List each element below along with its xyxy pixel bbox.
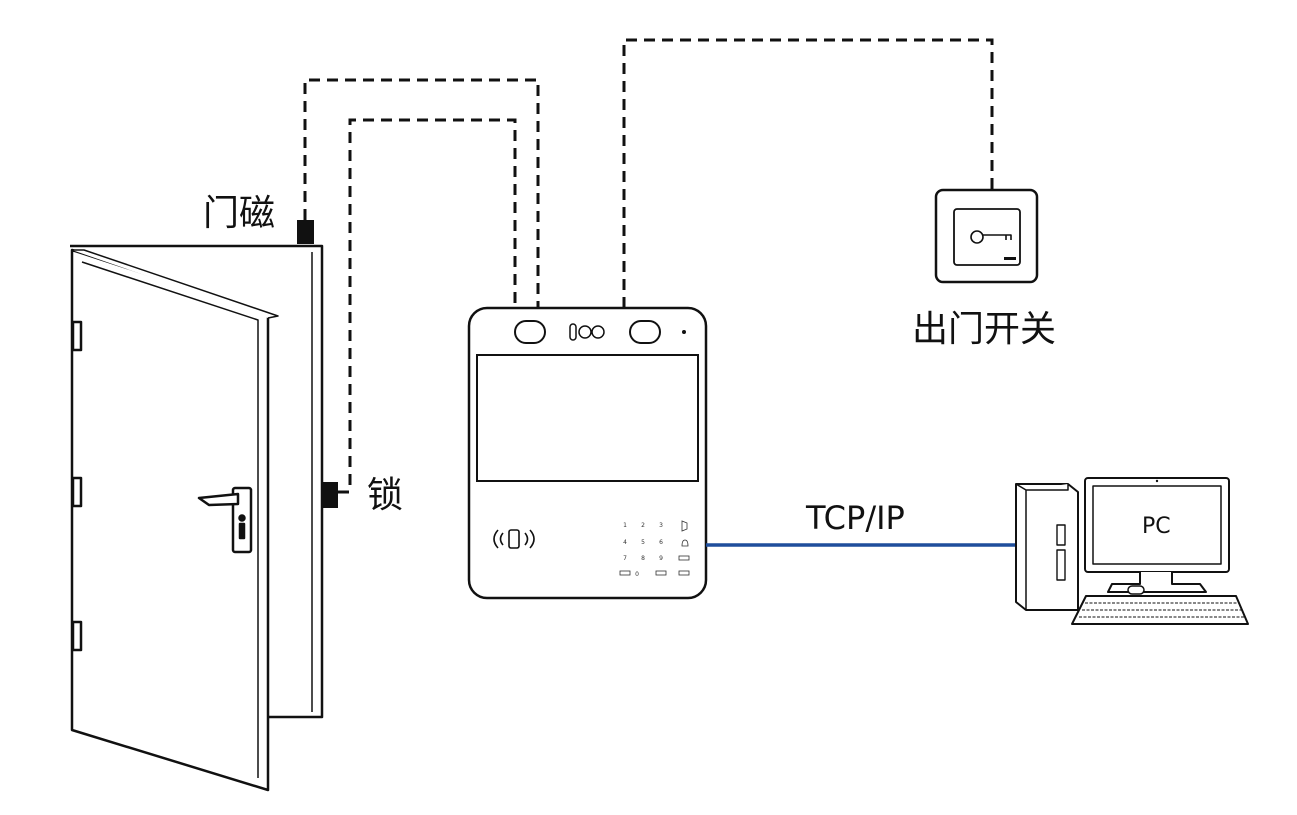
bell-icon (681, 539, 689, 547)
exit-switch-wire (622, 38, 994, 308)
keypad-symbols (619, 520, 690, 576)
indicator-led (682, 330, 686, 334)
door-leaf-edge (72, 249, 279, 319)
hinge-middle (71, 476, 83, 508)
dashed-wires (303, 38, 994, 494)
hinge-bottom (71, 620, 83, 652)
pc-tower-bay-1 (1056, 524, 1066, 546)
keypad: 1 2 3 4 5 6 7 8 9 0 (623, 522, 663, 578)
keypad-key-5: 5 (641, 539, 645, 546)
pc-monitor-dot (1155, 479, 1159, 483)
key-icon (970, 230, 1012, 244)
exit-switch-label: 出门开关 (912, 309, 1057, 350)
pc-keyboard-keys (1079, 602, 1245, 618)
pc-label: PC (1142, 514, 1171, 539)
pc-tower-bay-2 (1056, 549, 1066, 581)
door-sensor-wire (303, 78, 540, 308)
sensor-dot-1 (578, 325, 592, 339)
lock-wire (348, 118, 517, 485)
keypad-key-1: 1 (623, 522, 627, 529)
pc-tower-front (1015, 483, 1069, 610)
door-handle (197, 486, 253, 554)
push-text-mark (1004, 257, 1016, 260)
door (70, 244, 324, 792)
hinge-top (71, 320, 83, 352)
exit-switch-button (953, 208, 1021, 266)
terminal (467, 306, 708, 600)
pc (1015, 477, 1249, 625)
pc-screen (1092, 485, 1222, 565)
lock-block (322, 482, 338, 508)
sensor-bar (569, 323, 577, 341)
door-leaf-inner (81, 261, 259, 778)
keypad-key-7: 7 (623, 555, 627, 562)
keypad-key-3: 3 (659, 522, 663, 529)
esc-key (619, 570, 631, 576)
keypad-key-0: 0 (635, 571, 639, 578)
door-sensor-label: 门磁 (203, 193, 276, 234)
ok-key (678, 555, 690, 561)
keypad-key-2: 2 (641, 522, 645, 529)
camera-left (514, 320, 546, 344)
nfc-icon (493, 529, 535, 549)
door-sensor-block (297, 220, 314, 244)
keypad-key-8: 8 (641, 555, 645, 562)
pc-stand (1107, 572, 1207, 593)
arrow-key (678, 570, 690, 576)
camera-right (629, 320, 661, 344)
network-label: TCP/IP (806, 499, 905, 537)
keypad-key-9: 9 (659, 555, 663, 562)
lock-label: 锁 (367, 475, 404, 516)
terminal-screen (476, 354, 699, 482)
menu-key (655, 570, 667, 576)
exit-switch (934, 188, 1039, 284)
pc-mouse (1127, 585, 1145, 595)
door-icon (681, 520, 688, 532)
sensor-dot-2 (591, 325, 605, 339)
keypad-key-6: 6 (659, 539, 663, 546)
keypad-key-4: 4 (623, 539, 627, 546)
